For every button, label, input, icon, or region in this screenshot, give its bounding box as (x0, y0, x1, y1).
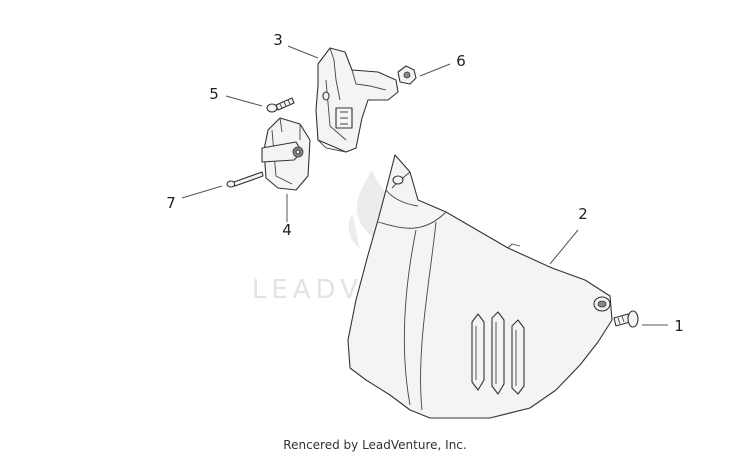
callout-6: 6 (456, 52, 466, 70)
leader-line-7 (181, 185, 223, 199)
callout-4: 4 (282, 221, 292, 239)
callout-1: 1 (674, 317, 684, 335)
callout-3: 3 (273, 31, 283, 49)
part-2-cover (347, 154, 613, 419)
part-7-screw (226, 171, 264, 188)
callout-2: 2 (578, 205, 588, 223)
leader-line-6 (419, 63, 451, 77)
part-4-latch (261, 117, 311, 191)
part-5-screw (266, 97, 295, 113)
leader-line-5 (225, 95, 263, 107)
callout-labels: 1 2 3 4 5 6 7 (166, 31, 684, 335)
part-3-bracket (315, 47, 399, 153)
leader-lines (181, 45, 668, 326)
callout-5: 5 (209, 85, 219, 103)
leader-line-2 (549, 229, 579, 265)
callout-7: 7 (166, 194, 176, 212)
leader-line-3 (287, 45, 319, 59)
part-6-nut (397, 65, 417, 85)
part-1-screw (613, 310, 639, 328)
footer-credit: Rencered by LeadVenture, Inc. (283, 438, 466, 452)
